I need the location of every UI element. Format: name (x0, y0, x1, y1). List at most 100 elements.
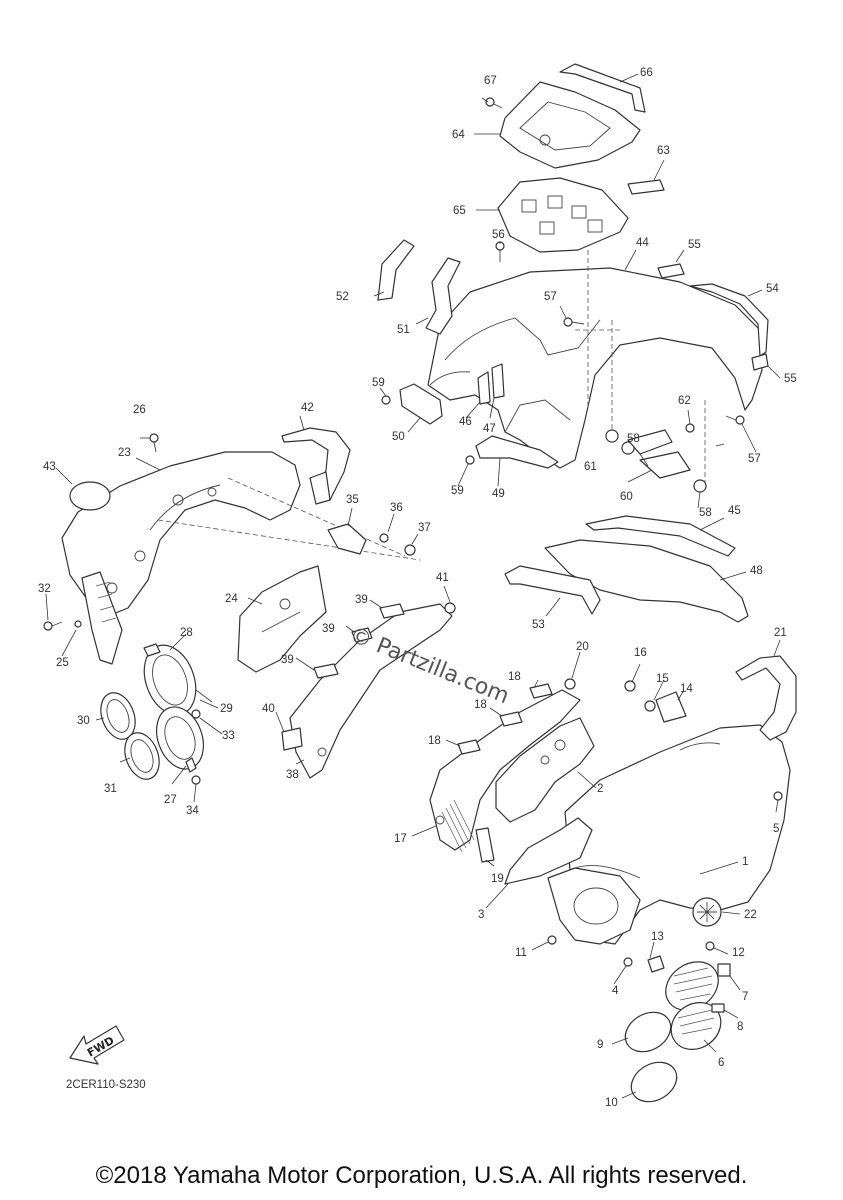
part-panel-24 (237, 565, 327, 673)
callout-12: 12 (732, 947, 745, 959)
callout-17: 17 (394, 833, 407, 845)
callout-53: 53 (532, 619, 545, 631)
callout-26: 26 (133, 404, 146, 416)
callout-42: 42 (301, 402, 314, 414)
callout-59a: 59 (372, 377, 385, 389)
callout-48: 48 (750, 565, 763, 577)
callout-39a: 39 (355, 594, 368, 606)
callout-5: 5 (773, 823, 779, 835)
callout-4: 4 (612, 985, 619, 997)
callout-labels: 1 2 3 4 5 6 7 8 9 10 11 12 13 14 15 16 1… (38, 67, 797, 1109)
callout-67: 67 (484, 75, 497, 87)
callout-1: 1 (742, 856, 748, 868)
callout-28: 28 (180, 627, 193, 639)
callout-32: 32 (38, 583, 51, 595)
part-housing-28 (143, 643, 204, 770)
part-lens-9 (624, 1011, 672, 1053)
callout-46: 46 (459, 416, 472, 428)
part-labels-39-41 (281, 602, 456, 751)
callout-36: 36 (390, 502, 403, 514)
part-bolt-56 (495, 241, 505, 262)
callout-21: 21 (774, 627, 787, 639)
part-strip-52 (377, 239, 415, 301)
callout-20: 20 (576, 641, 589, 653)
part-lens-10 (630, 1061, 678, 1103)
callout-31: 31 (104, 783, 117, 795)
callout-8: 8 (737, 1021, 743, 1033)
callout-64: 64 (452, 129, 465, 141)
part-bracket-35-37 (327, 523, 416, 556)
callout-37: 37 (418, 522, 431, 534)
callout-43: 43 (43, 461, 56, 473)
part-emblem-22 (692, 897, 722, 927)
callout-57a: 57 (544, 291, 557, 303)
part-lens-30 (100, 692, 136, 740)
part-emblem-43 (69, 481, 111, 511)
leader-lines (45, 73, 781, 1099)
callout-59b: 59 (451, 485, 464, 497)
callout-65: 65 (453, 205, 466, 217)
part-strip-53 (504, 565, 601, 615)
callout-19: 19 (491, 873, 504, 885)
part-label-63 (627, 179, 665, 195)
part-panel-17 (429, 689, 581, 853)
callout-54: 54 (766, 283, 779, 295)
callout-60: 60 (620, 491, 633, 503)
callout-57b: 57 (748, 453, 761, 465)
part-strip-49 (465, 435, 559, 469)
callout-6: 6 (718, 1057, 724, 1069)
part-panel-64 (499, 81, 641, 169)
callout-15: 15 (656, 673, 669, 685)
callout-38: 38 (286, 769, 299, 781)
callout-47: 47 (483, 423, 496, 435)
part-bezel-11 (547, 867, 641, 945)
callout-11: 11 (515, 947, 527, 959)
part-trim-45 (585, 515, 736, 557)
fwd-arrow-icon: FWD (69, 1025, 125, 1065)
callout-51: 51 (397, 324, 410, 336)
callout-9: 9 (597, 1039, 603, 1051)
part-cowl-23 (61, 451, 421, 617)
callout-55a: 55 (688, 239, 701, 251)
part-lamp-6-8 (623, 941, 731, 1050)
callout-55b: 55 (784, 373, 797, 385)
callout-49: 49 (492, 488, 505, 500)
part-strip-51 (425, 257, 461, 335)
callout-29: 29 (220, 703, 233, 715)
callout-40: 40 (262, 703, 275, 715)
callout-58b: 58 (699, 507, 712, 519)
part-strip-42 (281, 427, 351, 505)
part-bolt-67 (485, 97, 503, 109)
part-bracket-65 (497, 177, 629, 253)
callout-39c: 39 (281, 654, 294, 666)
part-strip-66 (559, 63, 646, 113)
callout-56: 56 (492, 229, 505, 241)
callout-25: 25 (56, 657, 69, 669)
part-bolt-57 (563, 317, 745, 425)
part-cover-48 (544, 539, 749, 623)
callout-13: 13 (651, 931, 664, 943)
callout-61: 61 (584, 461, 597, 473)
callout-10: 10 (605, 1097, 618, 1109)
part-strip-3 (504, 817, 593, 885)
part-bolts-26-32 (43, 433, 159, 631)
callout-22: 22 (744, 909, 757, 921)
part-fender-44 (427, 250, 763, 490)
callout-23: 23 (118, 447, 131, 459)
callout-7: 7 (742, 991, 748, 1003)
callout-3: 3 (478, 909, 484, 921)
callout-14: 14 (680, 683, 693, 695)
part-bracket-50 (381, 383, 443, 425)
callout-66: 66 (640, 67, 653, 79)
callout-58a: 58 (627, 433, 640, 445)
part-bracket-25 (81, 571, 123, 665)
callout-50: 50 (392, 431, 405, 443)
callout-2: 2 (597, 783, 603, 795)
callout-44: 44 (636, 237, 649, 249)
callout-62: 62 (678, 395, 691, 407)
callout-16: 16 (634, 647, 647, 659)
copyright-notice: ©2018 Yamaha Motor Corporation, U.S.A. A… (95, 1162, 748, 1189)
callout-41: 41 (436, 572, 449, 584)
part-clips-27-34 (185, 689, 213, 785)
